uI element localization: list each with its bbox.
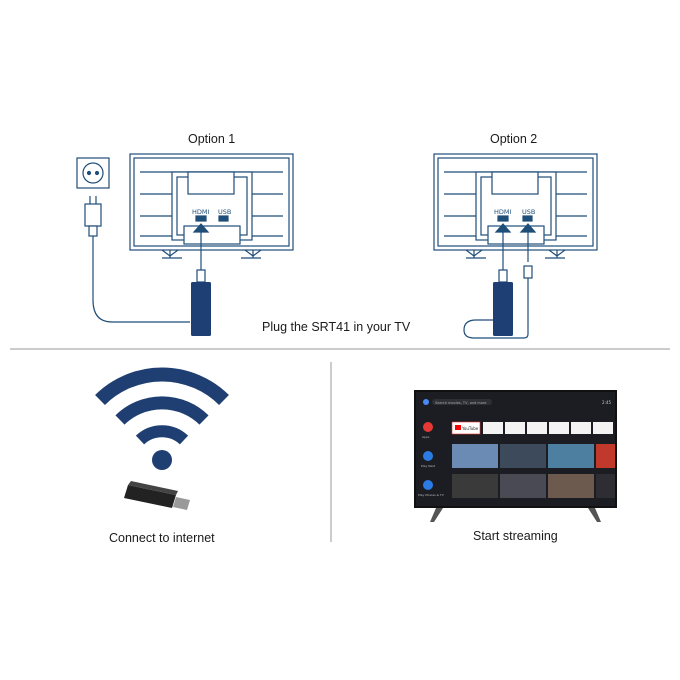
wall-socket-icon [76, 157, 110, 189]
usb-cable [463, 265, 533, 339]
streaming-stick-icon [124, 481, 190, 510]
wifi-dot [152, 450, 172, 470]
hdmi-port [195, 215, 207, 222]
tv-row-label-apps: Apps [422, 435, 430, 439]
hdmi-port-option-2 [497, 215, 509, 222]
usb-port-option-2 [522, 215, 533, 222]
usb-label-option-2: USB [522, 208, 535, 216]
tv-back-option-1 [129, 153, 294, 259]
tv-app-tile-youtube-label: YouTube [461, 426, 479, 431]
arrow-to-usb-option-2 [519, 223, 537, 262]
usb-port [218, 215, 229, 222]
option-2-illustration [433, 153, 598, 339]
tv-back-option-2 [433, 153, 598, 259]
connect-caption: Connect to internet [109, 531, 215, 545]
plug-caption: Plug the SRT41 in your TV [262, 320, 411, 334]
tv-row-label-play-next: Play Next [421, 464, 436, 468]
streaming-caption: Start streaming [473, 529, 558, 543]
hdmi-label-option-2: HDMI [494, 208, 512, 216]
streaming-stick-option-1 [191, 269, 211, 336]
tv-search-text: Search movies, TV, and more [435, 401, 486, 405]
smart-tv: Search movies, TV, and more 2:45 Apps Yo… [414, 390, 617, 522]
assistant-icon [423, 399, 429, 405]
option-1-label: Option 1 [188, 132, 236, 146]
wifi-icon [95, 367, 229, 445]
arrow-to-hdmi-option-2 [494, 223, 512, 270]
power-cable [92, 236, 190, 323]
power-plug-icon [84, 196, 102, 237]
tv-clock: 2:45 [602, 400, 611, 405]
streaming-stick-option-2 [493, 269, 513, 336]
tv-row-label-play-movies: Play Movies & TV [418, 493, 445, 497]
usb-label-option-1: USB [218, 208, 231, 216]
option-1-illustration [76, 153, 294, 323]
option-2-label: Option 2 [490, 132, 538, 146]
hdmi-label-option-1: HDMI [192, 208, 210, 216]
arrow-to-hdmi [192, 223, 210, 270]
